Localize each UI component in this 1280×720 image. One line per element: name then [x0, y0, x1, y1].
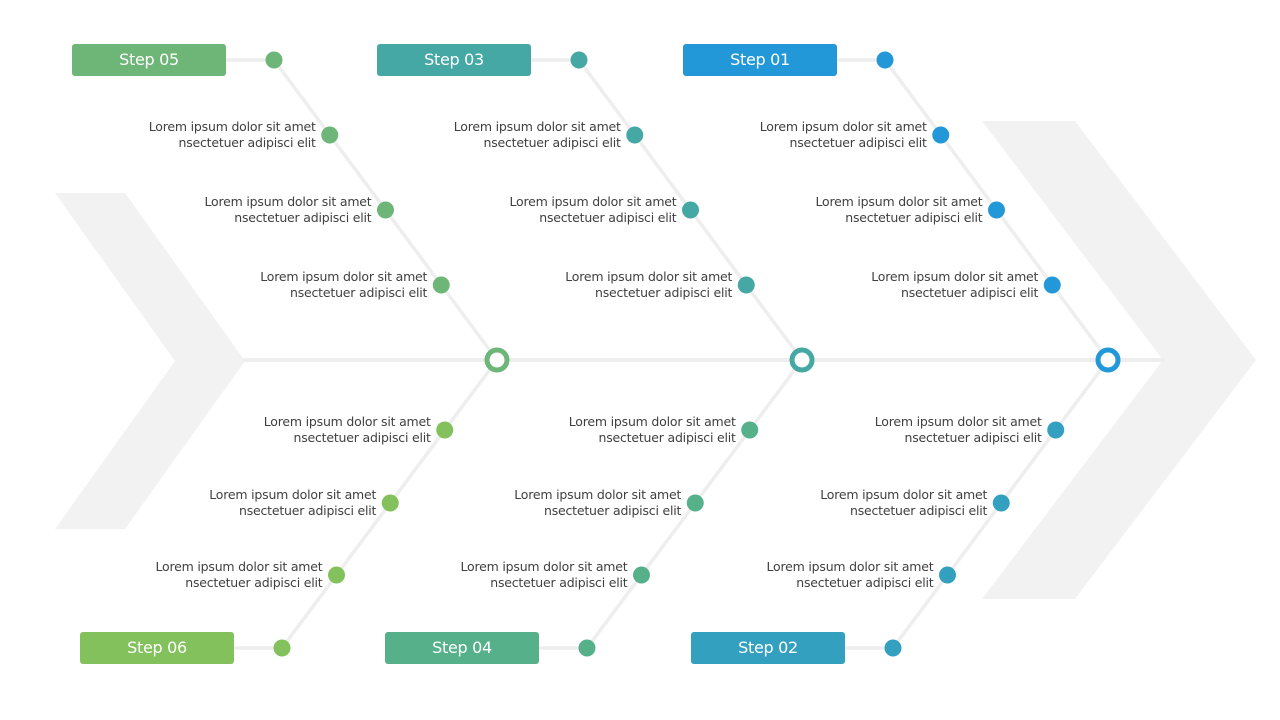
step-04-item-dot-3 — [632, 566, 650, 584]
step-01-item-dot-2 — [988, 201, 1005, 219]
step-02-label: Step 02 — [691, 632, 845, 664]
step-06-item-dot-3 — [327, 566, 345, 584]
step-04-label: Step 04 — [385, 632, 539, 664]
left-chevron-shape — [55, 193, 245, 529]
step-01-item-dot-3 — [1043, 276, 1061, 294]
step-01-label: Step 01 — [683, 44, 837, 76]
step-04-item-dot-1 — [741, 421, 759, 439]
step-03-item-dot-3 — [737, 276, 755, 294]
step-01-end-dot — [876, 51, 894, 69]
step-04-end-dot — [578, 639, 596, 657]
step-01-item-dot-1 — [932, 126, 950, 144]
step-03-end-dot — [570, 51, 588, 69]
step-03-label: Step 03 — [377, 44, 531, 76]
step-02-item-dot-2 — [992, 494, 1010, 512]
step-05-item-dot-1 — [321, 126, 339, 144]
spine-node-2 — [789, 347, 815, 373]
step-05-item-dot-2 — [377, 201, 394, 219]
dots-layer — [265, 51, 1121, 657]
step-04-item-dot-2 — [686, 494, 704, 512]
spine-node-3 — [484, 347, 510, 373]
step-06-item-dot-1 — [436, 421, 454, 439]
step-06-label: Step 06 — [80, 632, 234, 664]
bones-layer — [224, 58, 1110, 650]
step-02-item-dot-3 — [938, 566, 956, 584]
step-05-end-dot — [265, 51, 283, 69]
step-02-end-dot — [884, 639, 902, 657]
step-05-label: Step 05 — [72, 44, 226, 76]
step-03-item-dot-2 — [682, 201, 699, 219]
step-03-item-dot-1 — [626, 126, 644, 144]
step-02-item-dot-1 — [1047, 421, 1065, 439]
step-05-item-dot-3 — [432, 276, 450, 294]
spine-node-1 — [1095, 347, 1121, 373]
step-06-end-dot — [273, 639, 291, 657]
step-06-item-dot-2 — [381, 494, 399, 512]
right-chevron-shape — [982, 121, 1256, 599]
